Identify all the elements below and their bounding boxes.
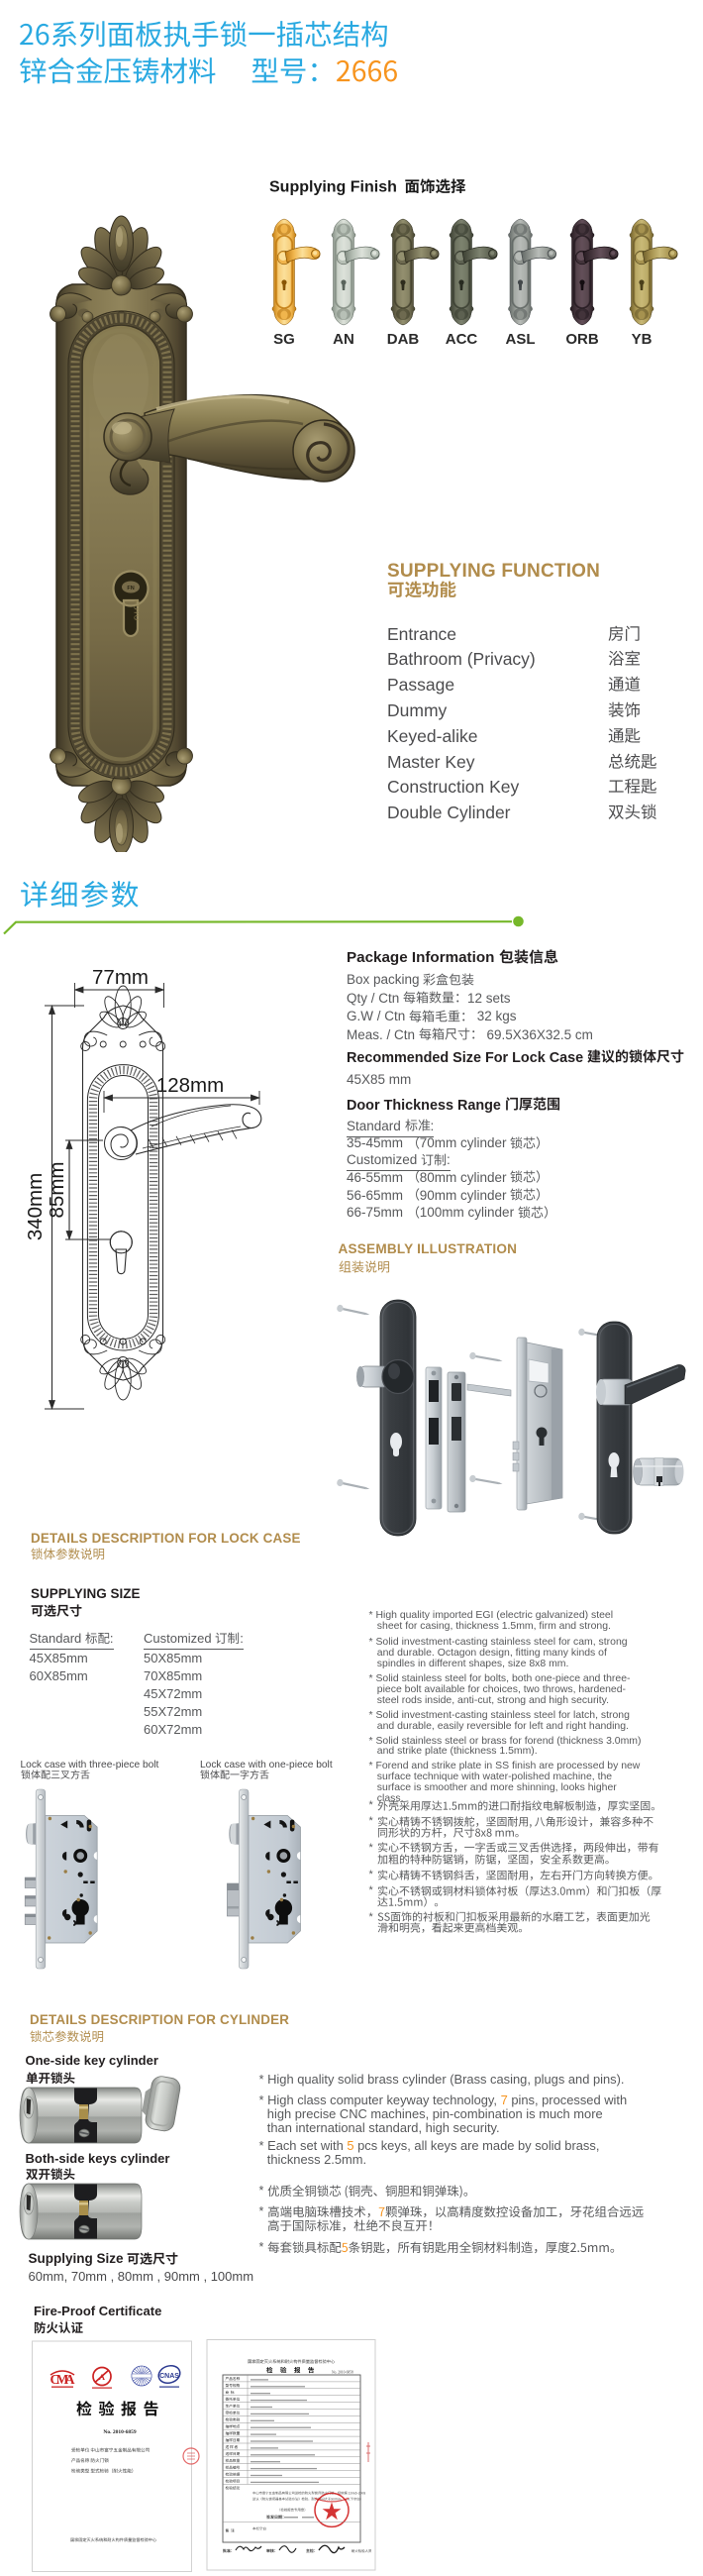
- svg-text:FN: FN: [127, 586, 134, 591]
- svg-text:CNAS: CNAS: [159, 2373, 179, 2380]
- svg-text:77mm: 77mm: [92, 966, 149, 989]
- svg-text:CMA: CMA: [50, 2372, 75, 2387]
- svg-text:128mm: 128mm: [156, 1074, 224, 1097]
- svg-text:85mm: 85mm: [46, 1162, 68, 1219]
- svg-text:A: A: [99, 2372, 106, 2382]
- svg-text:FUYU: FUYU: [133, 600, 142, 620]
- svg-text:No. 2010-6859: No. 2010-6859: [103, 2429, 137, 2435]
- svg-text:No. 2010-6858: No. 2010-6858: [332, 2371, 353, 2375]
- svg-text:340mm: 340mm: [28, 1173, 47, 1240]
